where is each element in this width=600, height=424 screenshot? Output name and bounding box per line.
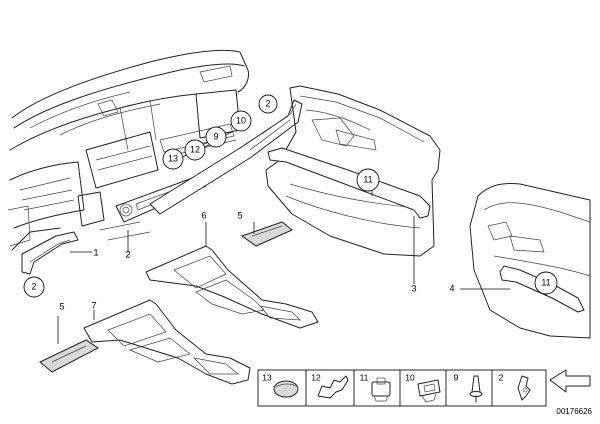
door-panel-part-3 xyxy=(265,85,441,257)
svg-text:11: 11 xyxy=(360,372,369,382)
svg-text:11: 11 xyxy=(363,174,372,184)
legend-item-13: 13 xyxy=(262,372,299,398)
callout-11-door: 11 xyxy=(356,168,380,192)
legend-item-12: 12 xyxy=(311,372,349,399)
document-number: 00176626 xyxy=(556,407,592,416)
label-part-3: 3 xyxy=(411,283,416,293)
callout-12: 12 xyxy=(184,139,206,161)
callout-11-right-door: 11 xyxy=(534,271,558,295)
svg-text:9: 9 xyxy=(213,131,218,141)
fastener-legend: 13 12 11 10 9 2 xyxy=(257,369,591,407)
label-part-5-right: 5 xyxy=(237,210,242,220)
cover-panel-part-5-right xyxy=(240,221,293,247)
cover-panel-part-5-left xyxy=(39,339,99,373)
callout-9: 9 xyxy=(205,126,227,148)
svg-text:10: 10 xyxy=(405,372,415,382)
callout-10: 10 xyxy=(230,110,252,132)
svg-text:12: 12 xyxy=(190,144,200,154)
dashboard-trim-strip xyxy=(149,99,303,215)
callout-13: 13 xyxy=(162,148,184,170)
label-part-5-left: 5 xyxy=(59,301,64,311)
svg-text:2: 2 xyxy=(499,372,504,382)
label-part-7: 7 xyxy=(91,300,96,310)
label-part-1: 1 xyxy=(93,247,98,257)
trim-strip-part-1 xyxy=(21,231,79,275)
label-part-4: 4 xyxy=(449,283,454,293)
svg-text:11: 11 xyxy=(541,277,550,287)
door-panel-part-4 xyxy=(469,183,591,339)
legend-arrow-box xyxy=(549,369,591,393)
legend-item-10: 10 xyxy=(405,372,441,403)
legend-item-11: 11 xyxy=(360,372,391,402)
svg-text:2: 2 xyxy=(265,98,270,108)
console-trim-part-7 xyxy=(83,299,251,385)
svg-text:13: 13 xyxy=(168,153,178,163)
svg-text:13: 13 xyxy=(262,372,272,382)
svg-text:12: 12 xyxy=(311,372,321,382)
svg-text:2: 2 xyxy=(31,281,36,291)
svg-text:9: 9 xyxy=(454,372,459,382)
label-part-2: 2 xyxy=(125,249,130,259)
legend-item-2: 2 xyxy=(499,372,531,401)
callout-2-upper: 2 xyxy=(258,94,278,114)
svg-text:10: 10 xyxy=(236,115,246,125)
console-trim-part-6 xyxy=(145,245,319,329)
legend-item-9: 9 xyxy=(454,372,483,403)
callout-2-lower: 2 xyxy=(23,276,45,298)
label-part-6: 6 xyxy=(201,210,206,220)
dashboard-illustration xyxy=(7,50,249,251)
